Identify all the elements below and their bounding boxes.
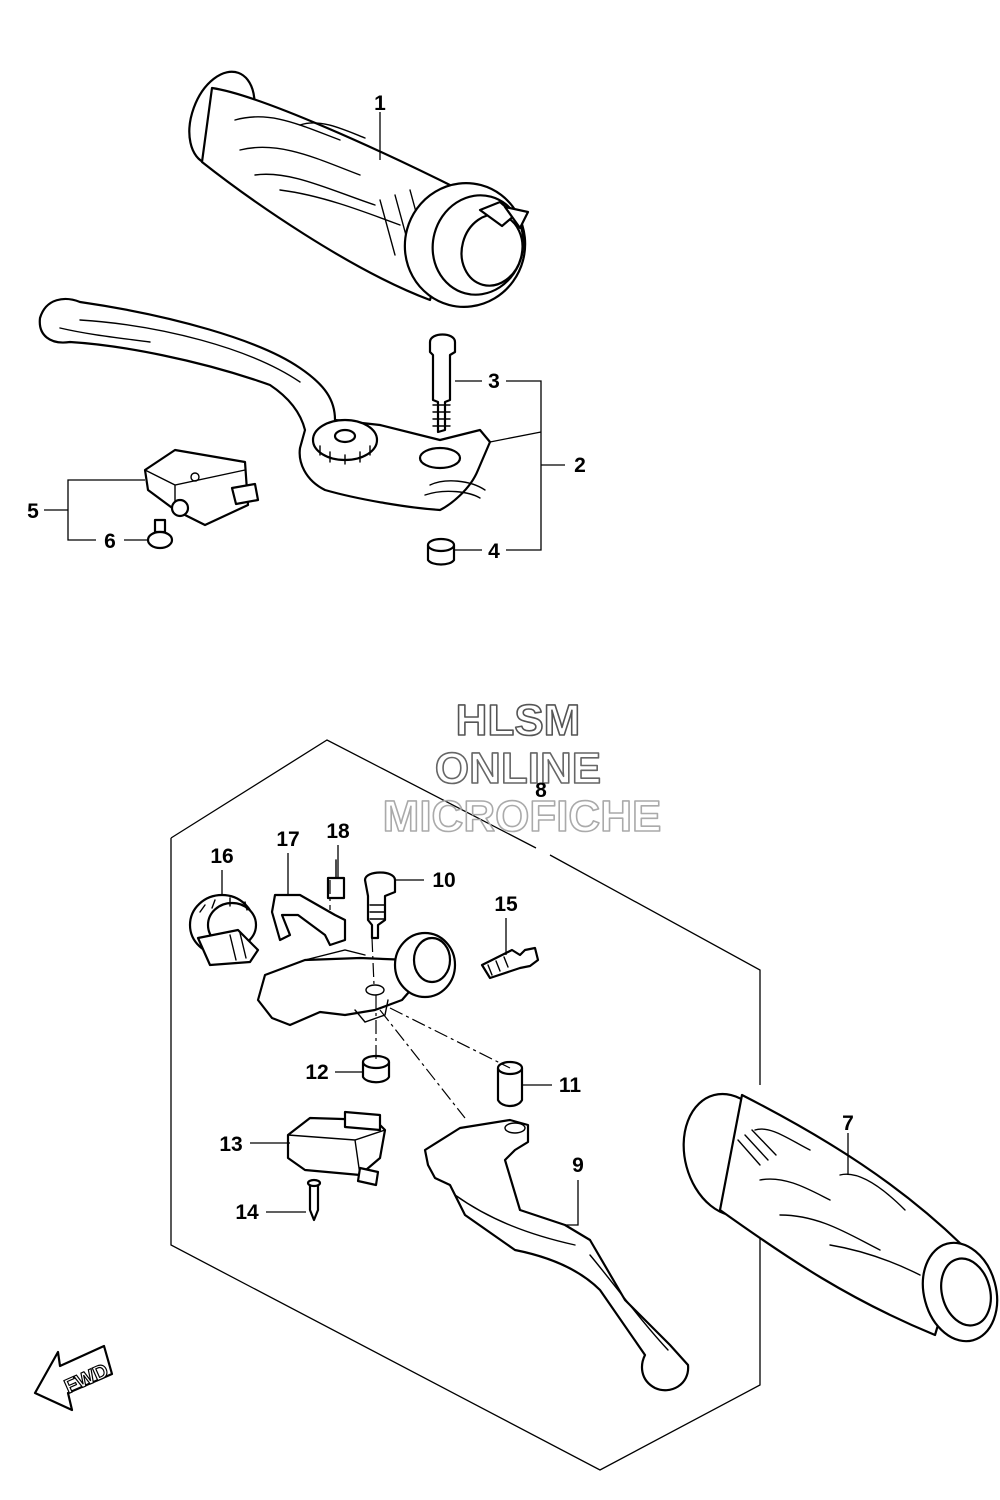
forward-direction-arrow: FWD <box>33 1344 114 1412</box>
callout-2: 2 <box>574 454 586 477</box>
leader-lines-bottom <box>221 845 849 1226</box>
callout-12: 12 <box>305 1061 328 1084</box>
front-brake-lever <box>38 298 492 512</box>
clutch-switch <box>286 1110 387 1187</box>
bracket-screw <box>326 859 346 900</box>
callout-7: 7 <box>842 1112 854 1135</box>
watermark-line3: MICROFICHE <box>383 792 662 841</box>
callout-numbers: 1 2 3 4 5 6 7 8 9 10 11 12 13 14 15 16 1… <box>27 92 854 1224</box>
callout-8: 8 <box>535 779 547 802</box>
cable-bracket <box>270 893 347 947</box>
left-grip <box>682 1092 999 1343</box>
throttle-grip <box>188 70 530 308</box>
front-brake-switch <box>143 448 260 527</box>
clutch-assembly-outline <box>170 739 761 1471</box>
pivot-bolt <box>428 333 457 434</box>
switch-screw <box>146 518 174 550</box>
callout-17: 17 <box>276 828 299 851</box>
watermark-line2: ONLINE <box>435 744 601 793</box>
lever-nut <box>426 537 456 566</box>
watermark-line1: HLSM <box>456 696 581 745</box>
clutch-pivot-bolt <box>363 871 397 940</box>
callout-13: 13 <box>219 1133 242 1156</box>
callout-18: 18 <box>326 820 350 843</box>
callout-9: 9 <box>572 1154 584 1177</box>
cable-adjuster <box>188 893 260 967</box>
callout-14: 14 <box>235 1201 259 1224</box>
callout-16: 16 <box>210 845 233 868</box>
perch-nut <box>361 1054 391 1084</box>
clutch-perch <box>256 931 457 1027</box>
callout-4: 4 <box>488 540 500 563</box>
callout-10: 10 <box>432 869 455 892</box>
callout-1: 1 <box>374 92 386 115</box>
perch-bolt <box>480 946 540 980</box>
watermark: HLSM ONLINE MICROFICHE <box>382 695 662 842</box>
callout-5: 5 <box>27 500 39 523</box>
clutch-lever <box>423 1118 690 1392</box>
assembly-lines <box>329 880 511 1119</box>
lever-collar <box>496 1060 524 1108</box>
switch-screw-lower <box>306 1178 322 1222</box>
callout-11: 11 <box>559 1074 582 1097</box>
callout-6: 6 <box>104 530 116 553</box>
callout-3: 3 <box>488 370 500 393</box>
callout-15: 15 <box>494 893 518 916</box>
leader-lines-top <box>44 112 565 551</box>
